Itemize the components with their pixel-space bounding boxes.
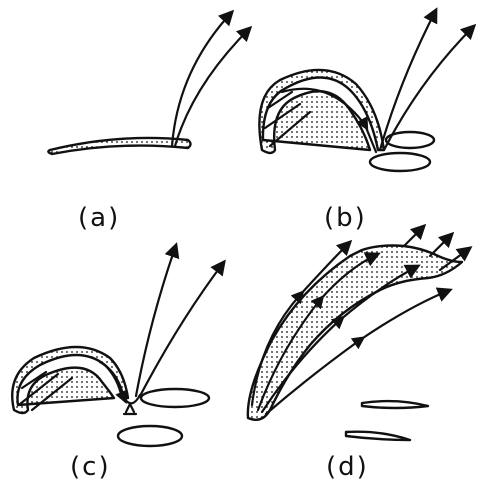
panel-d-streak-2 bbox=[346, 432, 410, 440]
panel-b-field-line-2 bbox=[384, 26, 474, 150]
panel-c-cusp-mark bbox=[124, 404, 136, 414]
panel-label-c: (c) bbox=[70, 452, 111, 482]
panel-a-filament bbox=[48, 138, 190, 154]
panel-c-field-line-1 bbox=[136, 245, 176, 396]
panel-label-a: (a) bbox=[78, 203, 120, 233]
panel-d-fan-region bbox=[248, 246, 462, 420]
panel-c bbox=[12, 245, 224, 446]
panel-b-blob-2 bbox=[370, 153, 430, 171]
panel-d bbox=[248, 226, 470, 440]
panel-b bbox=[259, 10, 474, 171]
panel-a bbox=[48, 12, 250, 154]
panel-d-field-line-5 bbox=[404, 226, 424, 246]
panel-d-streak-1 bbox=[362, 401, 428, 408]
panel-c-blob-2 bbox=[118, 426, 182, 446]
panel-a-field-line-2 bbox=[175, 28, 250, 146]
panel-c-field-line-2 bbox=[140, 262, 224, 396]
panel-label-d: (d) bbox=[326, 452, 369, 482]
panel-d-field-line-6 bbox=[430, 234, 452, 256]
panel-c-blob-1 bbox=[141, 389, 209, 407]
panel-label-b: (b) bbox=[324, 203, 367, 233]
